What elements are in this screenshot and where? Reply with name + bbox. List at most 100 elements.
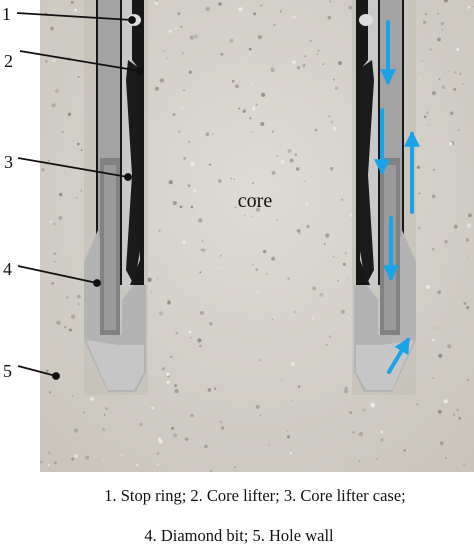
rock-speckle (250, 82, 253, 84)
rock-speckle (231, 79, 235, 83)
rock-speckle (166, 380, 170, 385)
rock-speckle (193, 188, 197, 193)
rock-speckle (255, 207, 261, 212)
rock-speckle (447, 344, 452, 349)
rock-speckle (271, 170, 276, 175)
rock-speckle (74, 454, 79, 458)
rock-speckle (323, 243, 326, 246)
rock-speckle (349, 411, 353, 415)
rock-speckle (147, 277, 152, 282)
rock-speckle (286, 430, 289, 432)
rock-speckle (159, 311, 164, 316)
rock-speckle (417, 226, 422, 230)
rock-speckle (440, 22, 444, 26)
rock-speckle (317, 49, 320, 52)
rock-speckle (46, 369, 49, 373)
rock-speckle (59, 192, 63, 197)
rock-speckle (177, 12, 181, 16)
rock-speckle (340, 309, 345, 314)
rock-speckle (220, 52, 224, 56)
rock-speckle (220, 266, 223, 269)
rock-speckle (51, 103, 56, 108)
rock-speckle (217, 179, 222, 183)
rock-speckle (255, 268, 259, 271)
rock-speckle (344, 252, 347, 254)
rock-speckle (266, 272, 268, 275)
rock-speckle (158, 439, 163, 444)
rock-speckle (190, 205, 194, 209)
rock-speckle (183, 156, 187, 160)
rock-speckle (330, 120, 334, 124)
rock-speckle (54, 89, 59, 93)
rock-speckle (64, 326, 67, 329)
rock-speckle (296, 229, 301, 233)
rock-speckle (467, 213, 472, 218)
rock-speckle (260, 121, 265, 127)
rock-speckle (309, 39, 313, 43)
rock-speckle (332, 255, 335, 258)
rock-speckle (329, 0, 332, 3)
rock-speckle (47, 159, 50, 162)
rock-speckle (436, 327, 438, 329)
rock-speckle (466, 223, 472, 228)
rock-speckle (139, 422, 143, 427)
rock-speckle (255, 103, 258, 106)
rock-speckle (242, 109, 246, 113)
rock-speckle (170, 355, 173, 358)
rock-speckle (218, 2, 222, 6)
rock-speckle (343, 389, 349, 394)
rock-speckle (326, 234, 330, 238)
rock-speckle (322, 63, 325, 66)
rock-speckle (53, 222, 56, 226)
left-diamond-bit-edge (86, 340, 144, 390)
rock-speckle (200, 248, 203, 251)
rock-speckle (66, 296, 69, 299)
rock-speckle (161, 367, 166, 371)
rock-speckle (304, 55, 307, 58)
rock-speckle (199, 344, 202, 348)
leader-line-5 (17, 365, 57, 377)
rock-speckle (243, 214, 246, 216)
rock-speckle (452, 413, 456, 417)
rock-speckle (204, 444, 208, 449)
rock-speckle (171, 426, 175, 430)
rock-speckle (199, 271, 202, 274)
rock-speckle (41, 168, 45, 172)
rock-speckle (271, 318, 274, 321)
rock-speckle (120, 453, 123, 456)
rock-speckle (168, 180, 173, 185)
rock-speckle (77, 142, 80, 146)
rock-speckle (188, 70, 192, 74)
leader-line-4 (17, 265, 98, 284)
rock-speckle (342, 262, 347, 267)
rock-speckle (296, 66, 301, 70)
rock-speckle (154, 1, 159, 6)
rock-speckle (276, 155, 279, 157)
rock-speckle (271, 130, 275, 133)
callout-leaders (16, 12, 144, 380)
rock-speckle (403, 448, 406, 452)
rock-speckle (175, 27, 178, 30)
rock-speckle (280, 379, 283, 382)
rock-speckle (234, 466, 237, 469)
rock-speckle (345, 461, 347, 463)
rock-speckle (347, 317, 350, 319)
rock-speckle (257, 290, 260, 293)
rock-speckle (187, 140, 191, 144)
rock-speckle (286, 435, 290, 439)
rock-speckle (254, 197, 257, 199)
callout-number-1: 1 (2, 4, 11, 24)
rock-speckle (326, 344, 328, 346)
rock-speckle (415, 403, 419, 406)
rock-speckle (314, 128, 318, 132)
rock-speckle (102, 458, 104, 460)
rock-speckle (292, 60, 296, 64)
rock-speckle (58, 216, 63, 220)
rock-speckle (71, 395, 74, 397)
leader-line-3 (17, 157, 129, 178)
rock-speckle (61, 130, 64, 134)
rock-speckle (287, 148, 292, 153)
rock-speckle (422, 20, 427, 24)
rock-speckle (276, 219, 279, 221)
rock-speckle (168, 29, 172, 33)
